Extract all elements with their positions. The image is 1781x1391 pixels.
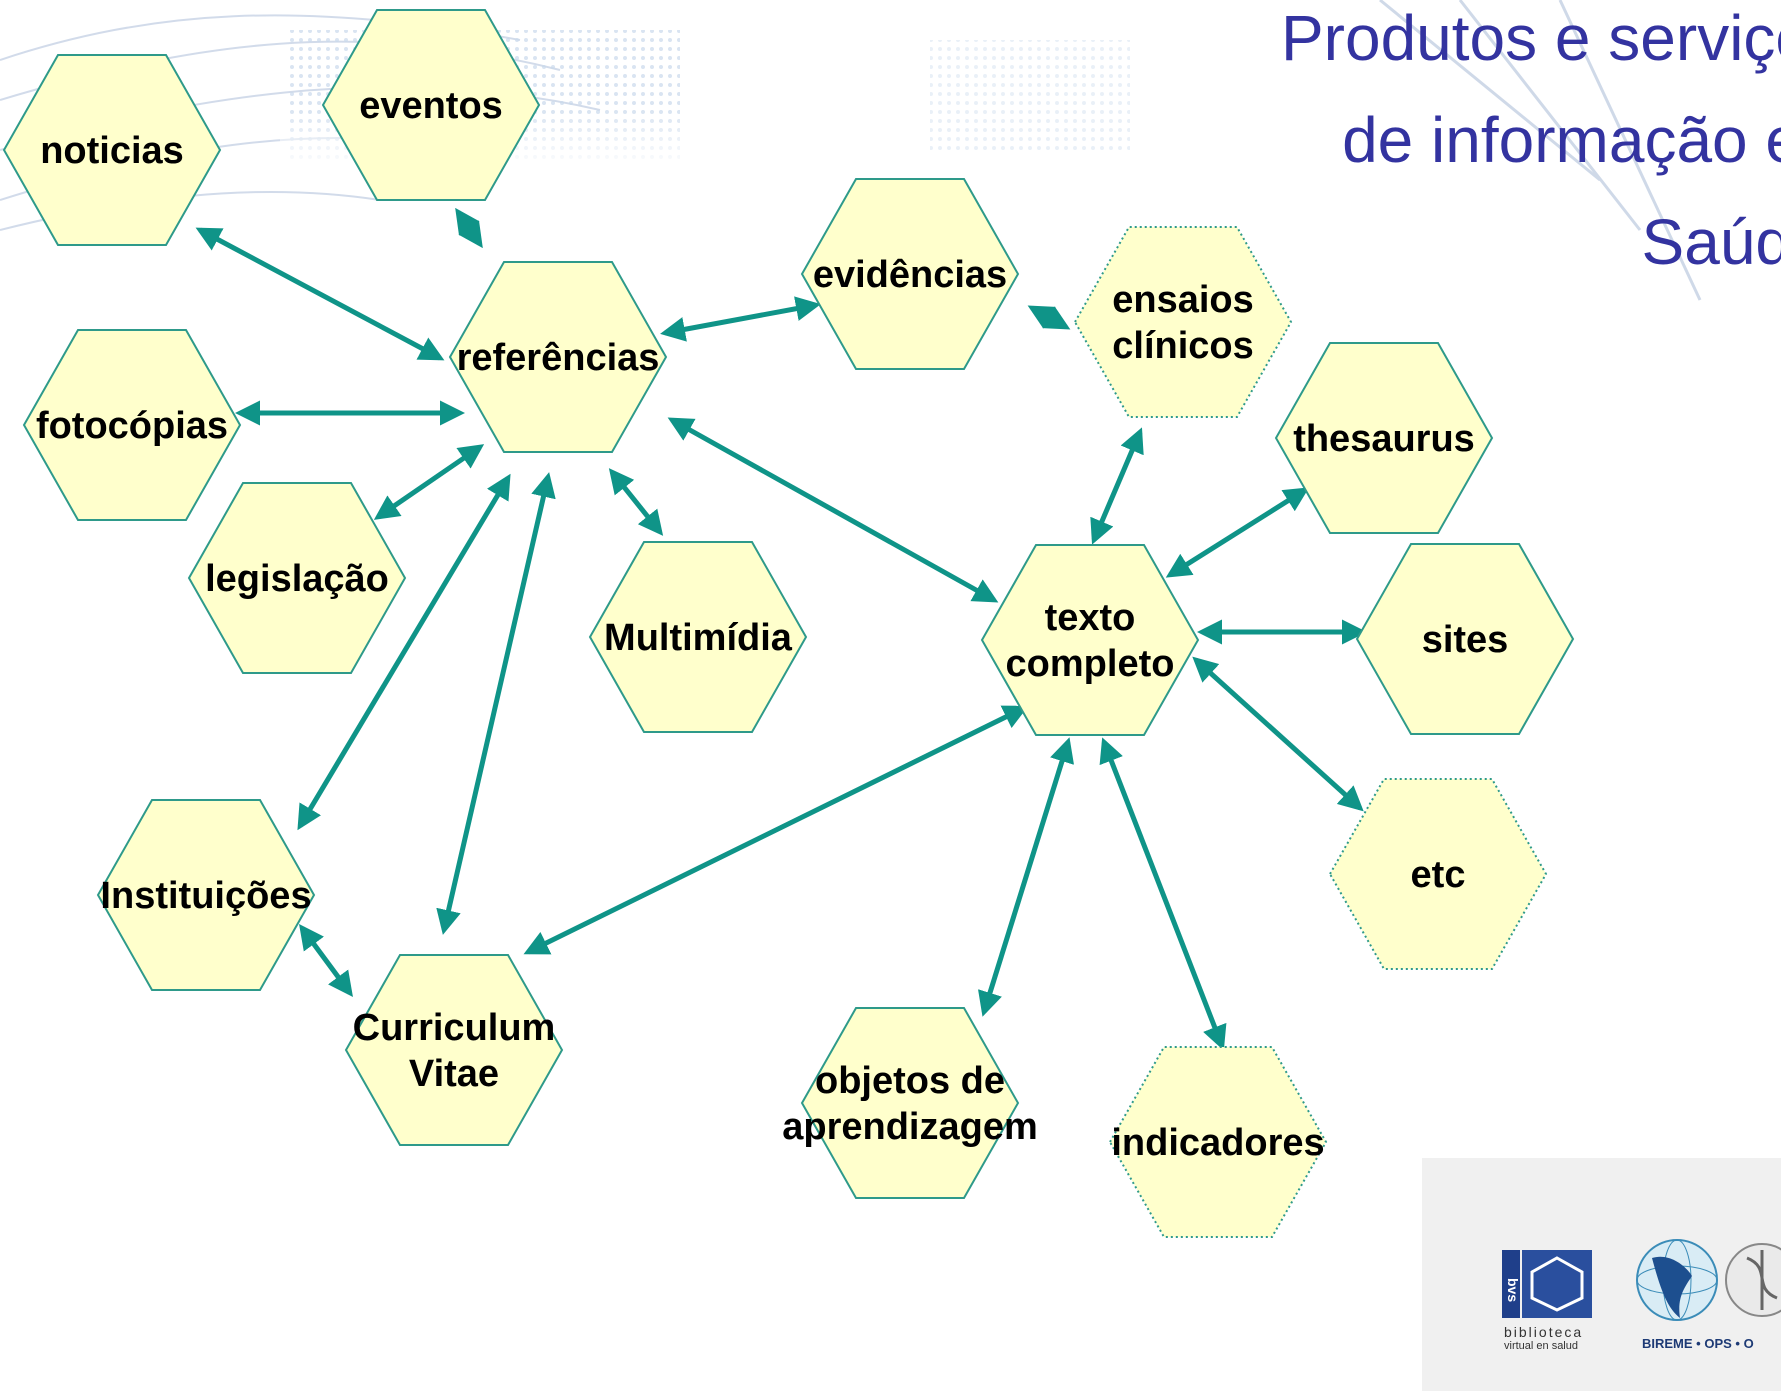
logo-panel: bvs biblioteca virtual en salud BIREME •… (1422, 1158, 1781, 1391)
label-sites: sites (1422, 619, 1509, 661)
arrow-referencias-evidencias (660, 296, 821, 342)
arrow-texto-indicadores (1099, 737, 1227, 1051)
arrow-referencias-curriculum (436, 472, 556, 935)
label-instituicoes: Instituições (100, 875, 311, 917)
bvs-caption-2: virtual en salud (1504, 1340, 1578, 1352)
hexagon-instituicoes (96, 799, 316, 991)
hexagon-legislacao (187, 482, 407, 674)
arrow-texto-objetos (978, 737, 1074, 1017)
hexagon-nodes: noticias eventos referências fotocópias legi… (2, 9, 1575, 1238)
hexagon-objetos (800, 1007, 1020, 1199)
hexagon-evidencias (800, 178, 1020, 370)
arrow-thesaurus-texto (1165, 487, 1310, 578)
slide-title-line-1: Produtos e serviço (1280, 2, 1781, 74)
slide-title-line-3: Saúd (1641, 206, 1781, 278)
globe-logo-icon (1636, 1239, 1781, 1321)
hexagon-fotocopias (22, 329, 242, 521)
label-legislacao: legislação (205, 558, 389, 600)
hexagon-curriculum (344, 954, 564, 1146)
hexagon-eventos (321, 9, 541, 201)
corner-streaks (1379, 0, 1702, 301)
arrow-referencias-texto (667, 417, 999, 603)
label-etc: etc (1411, 854, 1466, 896)
label-ensaios-2: clínicos (1112, 325, 1254, 367)
arrow-ensaios-texto (1090, 427, 1144, 545)
label-texto-2: completo (1006, 643, 1175, 685)
label-multimidia: Multimídia (604, 617, 793, 659)
label-noticias: noticias (40, 130, 184, 172)
hexagon-indicadores (1108, 1046, 1328, 1238)
label-texto-1: texto (1045, 597, 1136, 639)
hexagon-referencias (448, 261, 668, 453)
hexagon-thesaurus (1274, 342, 1494, 534)
connector-arrows (195, 207, 1367, 1051)
hexagon-etc (1328, 778, 1548, 970)
node-eventos: eventos (321, 9, 541, 201)
bvs-logo-icon: bvs (1502, 1250, 1592, 1318)
arrow-eventos-referencias (455, 207, 483, 249)
arrow-instituicoes-curriculum (299, 923, 353, 998)
dot-grid-2 (930, 40, 1130, 150)
hexagon-texto (980, 544, 1200, 736)
node-multimidia: Multimídia (588, 541, 808, 733)
node-thesaurus: thesaurus (1274, 342, 1494, 534)
node-referencias: referências (448, 261, 668, 453)
slide-title-line-2: de informação e (1342, 104, 1781, 176)
hexagon-ensaios (1073, 226, 1293, 418)
node-instituicoes: Instituições (96, 799, 316, 991)
node-evidencias: evidências (800, 178, 1020, 370)
label-ensaios-1: ensaios (1112, 279, 1254, 321)
node-fotocopias: fotocópias (22, 329, 242, 521)
bvs-caption-1: biblioteca (1504, 1324, 1584, 1340)
node-etc: etc (1328, 778, 1548, 970)
arrow-noticias-referencias (195, 227, 445, 361)
label-objetos-2: aprendizagem (782, 1106, 1038, 1148)
arrow-legislacao-referencias (373, 444, 485, 520)
arrow-referencias-multimidia (608, 468, 664, 536)
hexagon-noticias (2, 54, 222, 246)
node-legislacao: legislação (187, 482, 407, 674)
label-objetos-1: objetos de (815, 1060, 1005, 1102)
label-eventos: eventos (359, 85, 503, 127)
hexagon-sites (1355, 543, 1575, 735)
bvs-mark-text: bvs (1505, 1278, 1521, 1302)
label-thesaurus: thesaurus (1293, 418, 1475, 460)
arrow-texto-etc (1192, 656, 1364, 812)
node-noticias: noticias (2, 54, 222, 246)
label-curriculum-1: Curriculum (353, 1007, 556, 1049)
label-fotocopias: fotocópias (36, 405, 228, 447)
hexagon-multimidia (588, 541, 808, 733)
node-indicadores: indicadores (1108, 1046, 1328, 1238)
arrow-curriculum-texto (523, 705, 1029, 955)
label-evidencias: evidências (813, 254, 1007, 296)
arrow-evidencias-ensaios (1027, 305, 1071, 330)
label-indicadores: indicadores (1111, 1122, 1324, 1164)
label-curriculum-2: Vitae (409, 1053, 499, 1095)
bireme-caption: BIREME • OPS • O (1642, 1336, 1754, 1351)
node-sites: sites (1355, 543, 1575, 735)
label-referencias: referências (457, 337, 660, 379)
